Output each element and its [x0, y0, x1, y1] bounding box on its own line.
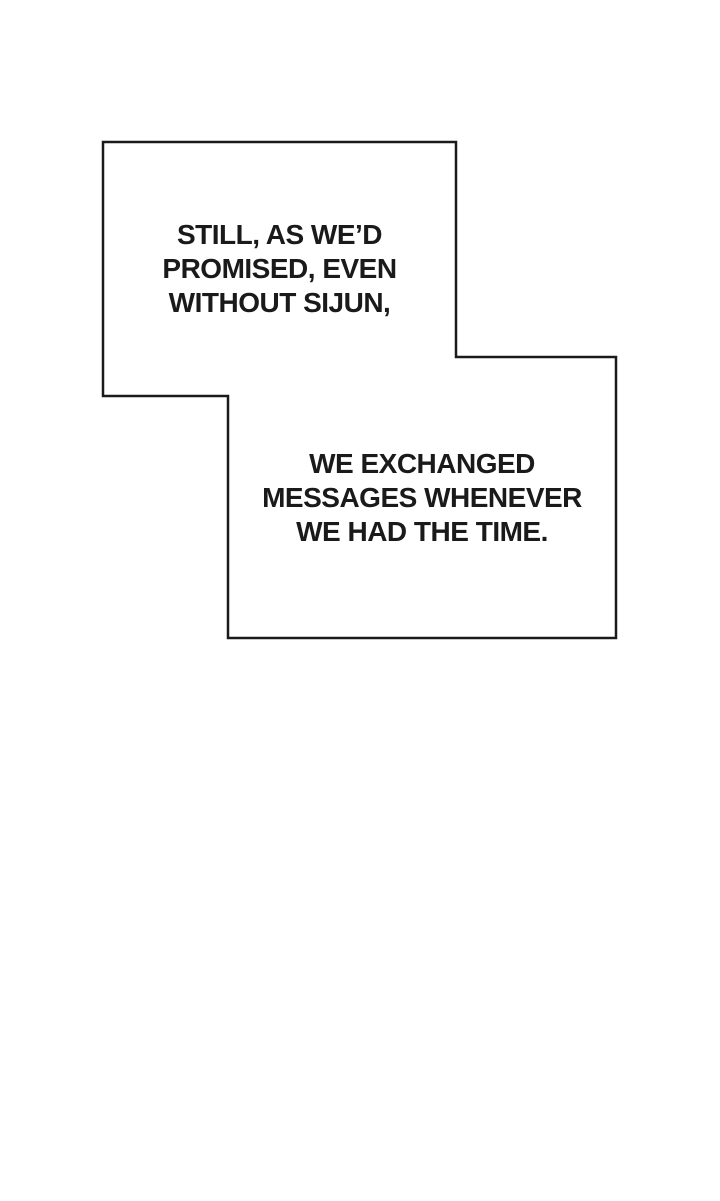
speech-panel-union-shape: [101, 140, 618, 640]
speech-text-2: WE EXCHANGED MESSAGES WHENEVER WE HAD TH…: [262, 447, 582, 547]
speech-text-1: STILL, AS WE’D PROMISED, EVEN WITHOUT SI…: [162, 219, 397, 318]
